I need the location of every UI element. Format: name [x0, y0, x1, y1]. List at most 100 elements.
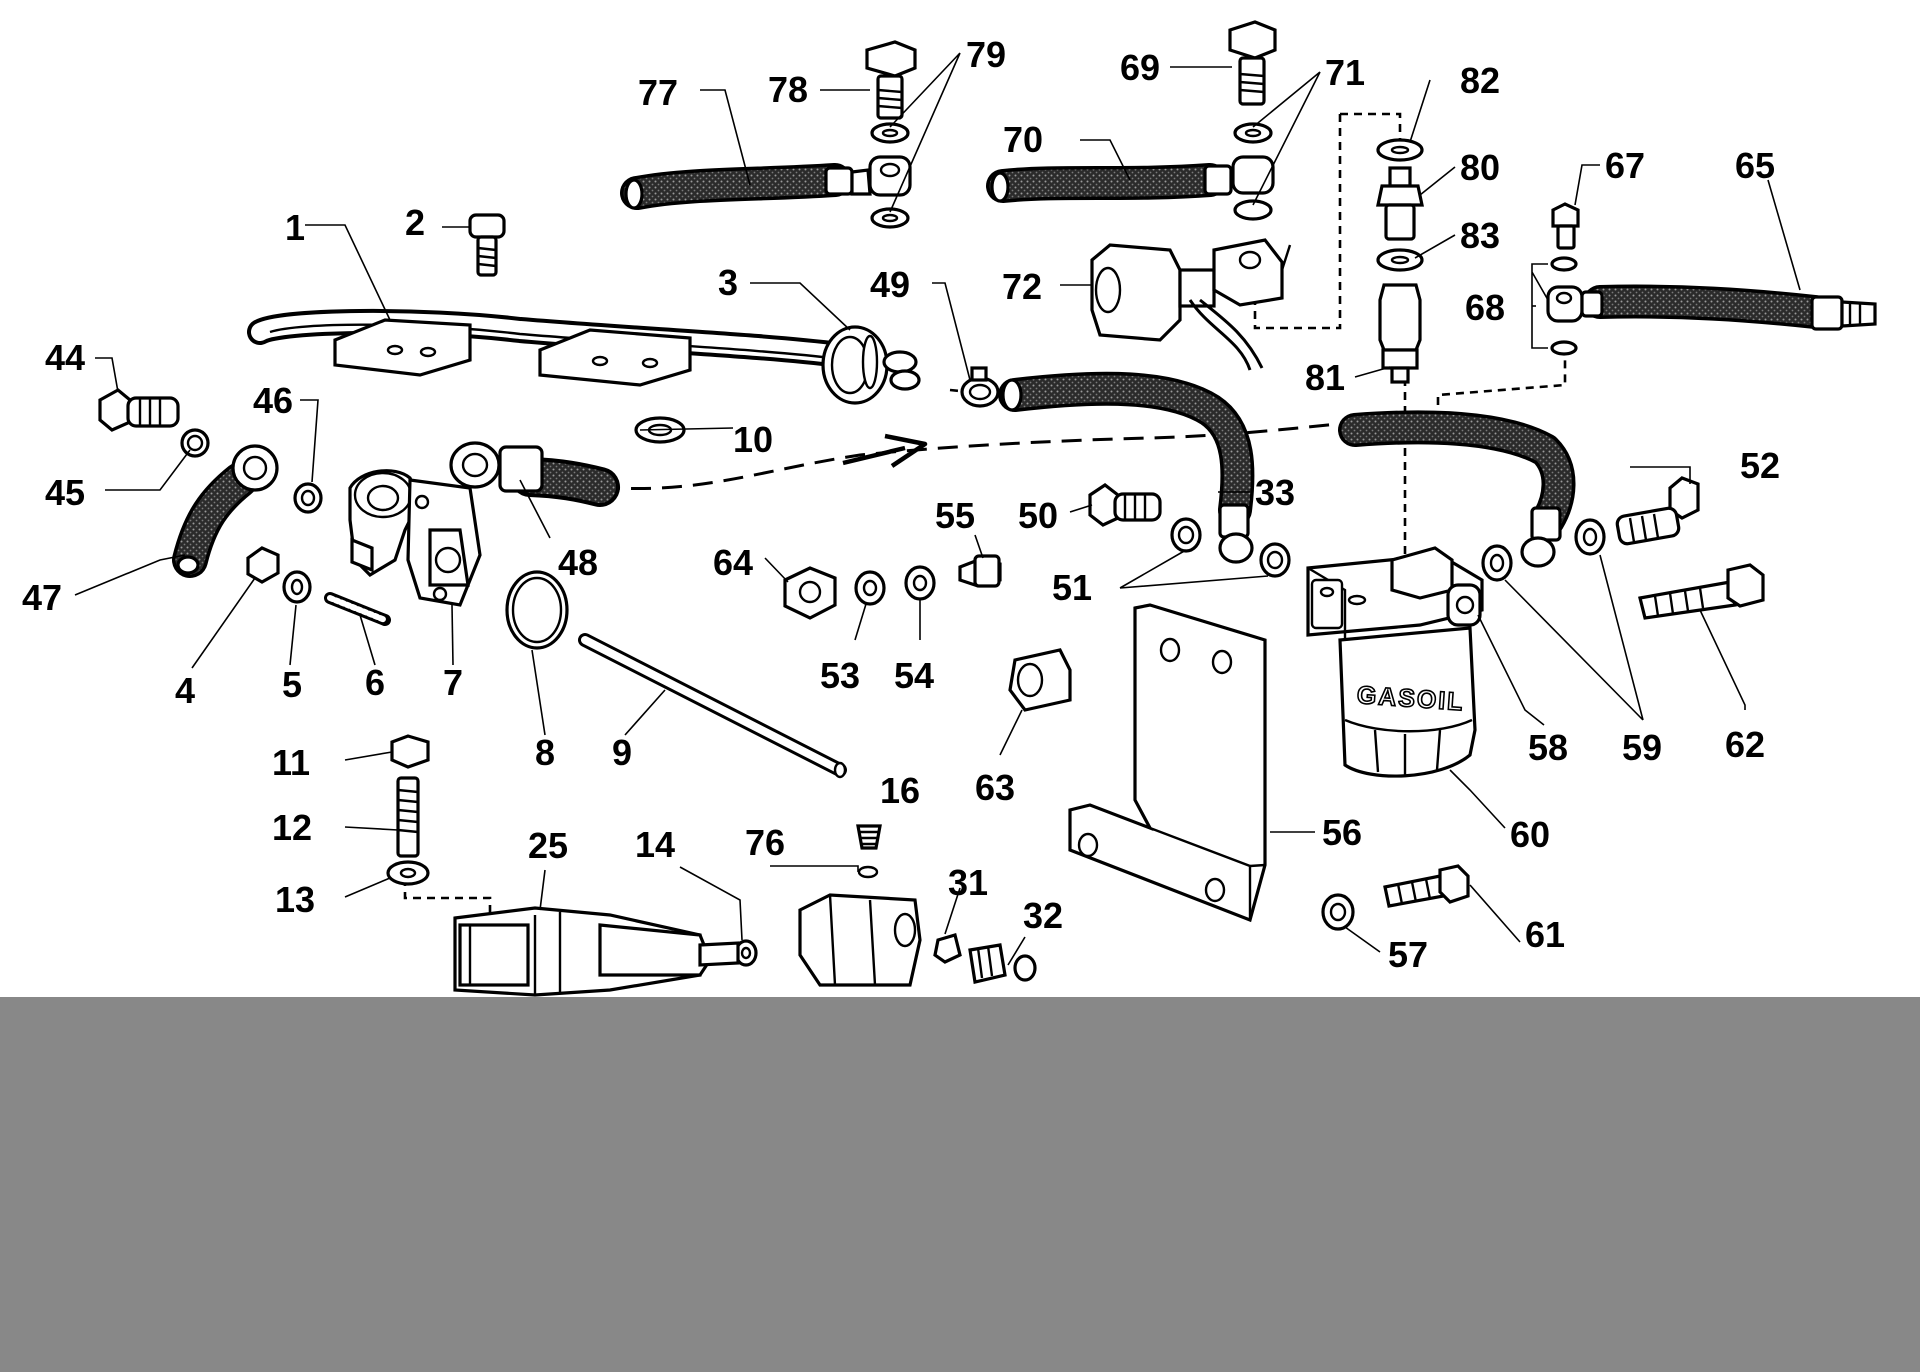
callout-61: 61 — [1525, 914, 1565, 955]
hose-47 — [172, 444, 279, 578]
callout-78: 78 — [768, 69, 808, 110]
callout-13: 13 — [275, 879, 315, 920]
callout-55: 55 — [935, 495, 975, 536]
callout-80: 80 — [1460, 147, 1500, 188]
fuel-pump-7 — [348, 469, 482, 607]
injection-pump-25 — [453, 906, 758, 997]
callout-25: 25 — [528, 825, 568, 866]
valve-body — [798, 893, 922, 987]
callout-6: 6 — [365, 662, 385, 703]
callout-81: 81 — [1305, 357, 1345, 398]
filter-cartridge-60: GASOIL — [1338, 626, 1477, 778]
callout-70: 70 — [1003, 119, 1043, 160]
callout-16: 16 — [880, 770, 920, 811]
callout-83: 83 — [1460, 215, 1500, 256]
hose-65 — [1583, 284, 1877, 331]
callout-10: 10 — [733, 419, 773, 460]
callout-77: 77 — [638, 72, 678, 113]
callout-33: 33 — [1255, 472, 1295, 513]
callout-56: 56 — [1322, 812, 1362, 853]
washers-51 — [1170, 517, 1291, 578]
callout-50: 50 — [1018, 495, 1058, 536]
callout-12: 12 — [272, 807, 312, 848]
bolt-67 — [1551, 202, 1580, 250]
callout-48: 48 — [558, 542, 598, 583]
callout-4: 4 — [175, 670, 195, 711]
plug-31 — [933, 932, 962, 964]
callout-62: 62 — [1725, 724, 1765, 765]
callout-labels: 1 2 3 49 10 77 78 79 69 71 70 72 82 80 8… — [22, 34, 1780, 975]
nut-4 — [246, 546, 280, 584]
callout-3: 3 — [718, 262, 738, 303]
callout-76: 76 — [745, 822, 785, 863]
o-ring-8 — [505, 570, 569, 650]
hose-48 — [449, 441, 620, 507]
callout-67: 67 — [1605, 145, 1645, 186]
banjo-fitting-68 — [1546, 256, 1604, 356]
bolt-61 — [1383, 864, 1470, 908]
banjo-bolt-44 — [98, 388, 180, 432]
callout-51: 51 — [1052, 567, 1092, 608]
callout-2: 2 — [405, 202, 425, 243]
callout-58: 58 — [1528, 727, 1568, 768]
washers-79 — [868, 122, 912, 229]
washer-57 — [1321, 893, 1355, 931]
callout-52: 52 — [1740, 445, 1780, 486]
washer-53 — [854, 570, 886, 606]
callout-64: 64 — [713, 542, 753, 583]
o-ring-76 — [857, 865, 879, 879]
washer-82 — [1376, 138, 1424, 162]
flow-arrow — [842, 433, 928, 468]
callout-45: 45 — [45, 472, 85, 513]
callout-14: 14 — [635, 824, 675, 865]
filter-head-58 — [1306, 546, 1484, 640]
hose-70 — [986, 163, 1233, 203]
screw-62 — [1638, 563, 1765, 620]
washer-45 — [180, 428, 210, 458]
bolt-78 — [865, 40, 917, 120]
callout-49: 49 — [870, 264, 910, 305]
callout-32: 32 — [1023, 895, 1063, 936]
rod-9 — [578, 633, 847, 779]
callout-60: 60 — [1510, 814, 1550, 855]
callout-63: 63 — [975, 767, 1015, 808]
callout-8: 8 — [535, 732, 555, 773]
callout-59: 59 — [1622, 727, 1662, 768]
fuel-pipe-1 — [247, 308, 853, 387]
fitting-32 — [968, 943, 1037, 984]
callout-46: 46 — [253, 380, 293, 421]
callout-7: 7 — [443, 662, 463, 703]
fitting-80 — [1376, 166, 1424, 241]
grommet-3 — [821, 325, 921, 405]
stud-6 — [324, 592, 391, 626]
solenoid-valve-72 — [1090, 238, 1292, 371]
washer-83 — [1376, 248, 1424, 272]
callout-72: 72 — [1002, 266, 1042, 307]
leader-lines — [74, 52, 1801, 966]
hose-33 — [998, 371, 1255, 564]
gray-cover-band — [0, 997, 1920, 1372]
grub-screw-16 — [856, 824, 882, 850]
callout-5: 5 — [282, 664, 302, 705]
nut-11 — [390, 734, 430, 769]
callout-82: 82 — [1460, 60, 1500, 101]
callout-47: 47 — [22, 577, 62, 618]
washer-54 — [904, 565, 936, 601]
bolt-69 — [1228, 20, 1277, 106]
callout-54: 54 — [894, 655, 934, 696]
washer-46 — [293, 482, 323, 514]
washer-13 — [386, 860, 430, 886]
nut-64 — [783, 566, 837, 620]
hose-to-filter — [1338, 410, 1576, 568]
clamp-49 — [960, 366, 1000, 408]
callout-31: 31 — [948, 862, 988, 903]
stud-12 — [396, 776, 420, 858]
fitting-55 — [958, 554, 1002, 588]
washers-59 — [1481, 518, 1606, 582]
callout-11: 11 — [272, 742, 310, 783]
bracket-56 — [1068, 603, 1267, 923]
washer-5 — [282, 570, 312, 604]
callout-68: 68 — [1465, 287, 1505, 328]
